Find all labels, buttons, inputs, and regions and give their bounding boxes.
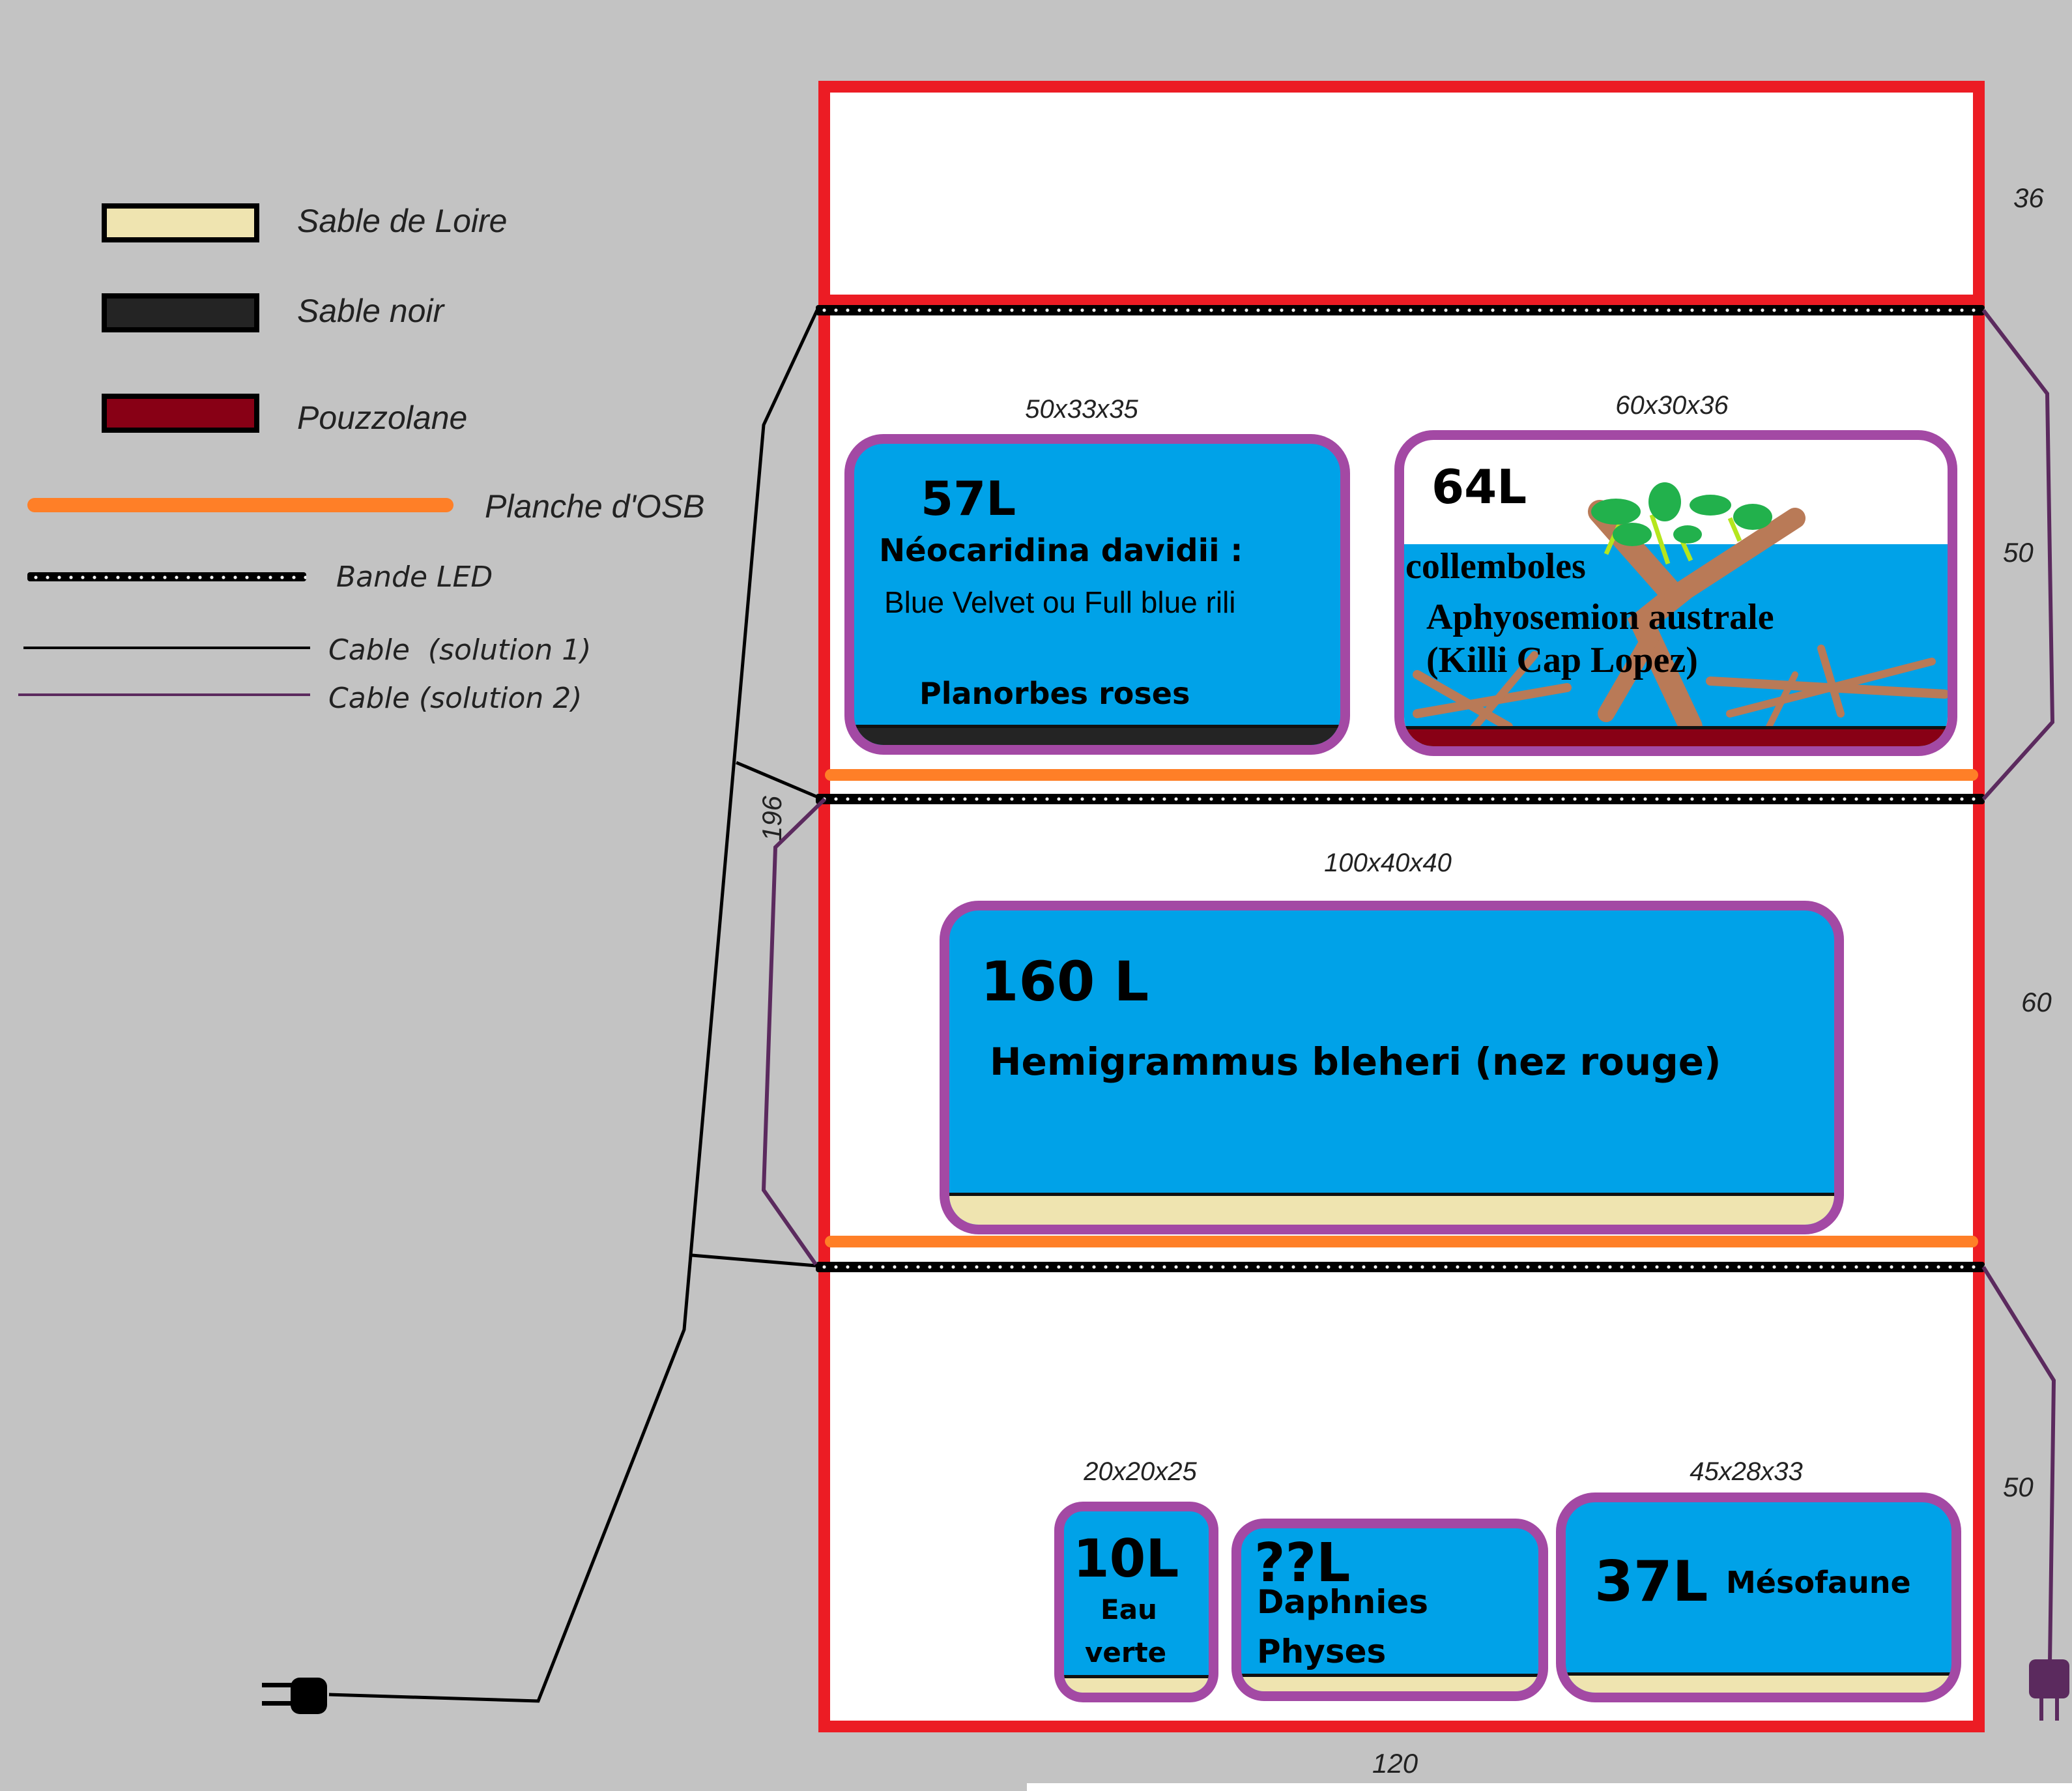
tank-37-substrate-sable-loire	[1566, 1672, 1951, 1693]
tank-160-substrate-sable-loire	[949, 1193, 1834, 1225]
legend-label-pouzzolane: Pouzzolane	[297, 400, 468, 436]
plant-leaf-4	[1733, 504, 1772, 530]
cable2-right-lower	[1981, 1266, 2056, 1664]
tank-57-size: 50x33x35	[1025, 395, 1138, 424]
tank-37-volume: 37L	[1594, 1549, 1708, 1614]
tank-64-size: 60x30x36	[1615, 391, 1729, 420]
tank-37-size: 45x28x33	[1690, 1457, 1803, 1486]
tank-57-substrate-sable-noir	[854, 725, 1340, 745]
cable2-left	[761, 797, 827, 1266]
legend-swatch-sable-loire	[102, 203, 259, 242]
legend-line-led	[27, 572, 306, 581]
legend-line-osb	[27, 498, 453, 512]
tank-160-species: Hemigrammus bleheri (nez rouge)	[990, 1040, 1721, 1084]
driftwood-main	[1588, 500, 1703, 738]
legend-label-cable1: Cable (solution 1)	[328, 633, 592, 667]
legend-label-osb: Planche d'OSB	[485, 488, 705, 525]
tank-10-line2: verte	[1085, 1637, 1167, 1668]
shelf-top-frame	[818, 81, 1985, 306]
driftwood-root-7	[1817, 645, 1845, 718]
tank-37-fauna: Mésofaune	[1726, 1565, 1911, 1600]
plug-black-icon	[262, 1678, 327, 1714]
tank-64-collembola: collemboles	[1405, 546, 1586, 587]
osb-board-2	[825, 1236, 1978, 1247]
plant-leaf-5	[1613, 523, 1652, 546]
plant-leaf-3	[1690, 495, 1731, 516]
tank-unknown-line2: Physes	[1257, 1633, 1387, 1670]
plant-leaf-1	[1591, 499, 1641, 525]
tank-10-substrate-sable-loire	[1064, 1675, 1209, 1693]
tank-unknown-volume[interactable]: ??L Daphnies Physes	[1231, 1519, 1548, 1701]
tank-10-volume: 10L	[1073, 1528, 1179, 1589]
legend-label-led: Bande LED	[336, 561, 493, 594]
tank-64-volume: 64L	[1432, 459, 1527, 514]
dim-shelf-1: 50	[2003, 537, 2034, 568]
tank-64-species: Aphyosemion australe	[1426, 597, 1774, 637]
dim-total-width: 120	[1372, 1748, 1418, 1779]
legend-swatch-sable-noir	[102, 293, 259, 332]
led-strip-3	[816, 1262, 1985, 1272]
osb-board-1	[825, 769, 1978, 781]
legend-label-sable-noir: Sable noir	[297, 293, 444, 329]
legend-line-cable2	[18, 693, 310, 696]
driftwood-root-8	[1766, 671, 1798, 730]
tank-160-size: 100x40x40	[1324, 849, 1452, 877]
tank-10-size: 20x20x25	[1084, 1457, 1197, 1486]
tank-57-volume: 57L	[921, 471, 1016, 526]
led-strip-2	[816, 794, 1985, 804]
tank-57-variety: Blue Velvet ou Full blue rili	[884, 585, 1236, 619]
cable1-main	[328, 309, 819, 1703]
legend-line-cable1	[23, 647, 310, 649]
cable2-right-upper	[1981, 309, 2055, 801]
tank-160-volume: 160 L	[981, 950, 1149, 1013]
tank-10[interactable]: 10L Eau verte	[1054, 1502, 1218, 1702]
tank-64-substrate-pouzzolane	[1404, 726, 1948, 746]
dim-shelf-2: 60	[2021, 987, 2052, 1017]
tank-10-line1: Eau	[1101, 1594, 1157, 1625]
tank-160[interactable]: 160 L Hemigrammus bleheri (nez rouge)	[940, 901, 1844, 1234]
tank-64[interactable]: 64L collemboles Aphyosemion australe (Ki…	[1394, 430, 1957, 756]
cable1-branch-shelf2	[691, 1253, 816, 1268]
plant-stem-2	[1649, 514, 1671, 565]
bottom-white-strip	[1027, 1783, 2072, 1791]
driftwood-root-4	[1465, 651, 1538, 737]
driftwood-branch	[1664, 508, 1806, 607]
led-strip-1	[816, 305, 1985, 315]
driftwood-root-2	[1413, 670, 1513, 731]
tank-unknown-line1: Daphnies	[1257, 1583, 1429, 1621]
driftwood-root-1	[1598, 627, 1660, 722]
tank-37[interactable]: 37L Mésofaune	[1556, 1492, 1961, 1702]
tank-57-species: Néocaridina davidii :	[879, 532, 1243, 569]
legend-label-sable-loire: Sable de Loire	[297, 203, 508, 239]
tank-64-common-name: (Killi Cap Lopez)	[1426, 640, 1698, 680]
legend-label-cable2: Cable (solution 2)	[328, 682, 583, 715]
cable1-branch-shelf1	[736, 761, 823, 801]
tank-unknown-substrate-sable-loire	[1241, 1674, 1538, 1691]
tank-57-snails: Planorbes roses	[919, 676, 1190, 711]
tank-64-driftwood-drawing	[1413, 482, 1948, 738]
plant-leaf-2	[1648, 482, 1681, 521]
tank-57[interactable]: 57L Néocaridina davidii : Blue Velvet ou…	[844, 434, 1350, 755]
legend-swatch-pouzzolane	[102, 394, 259, 433]
dim-shelf-top: 36	[2013, 182, 2044, 213]
tank-unknown-volume-label: ??L	[1254, 1532, 1351, 1594]
dim-shelf-3: 50	[2003, 1472, 2034, 1502]
plug-purple-icon	[2029, 1659, 2069, 1721]
plant-leaf-6	[1673, 525, 1702, 544]
plant-stem-4	[1727, 517, 1742, 542]
